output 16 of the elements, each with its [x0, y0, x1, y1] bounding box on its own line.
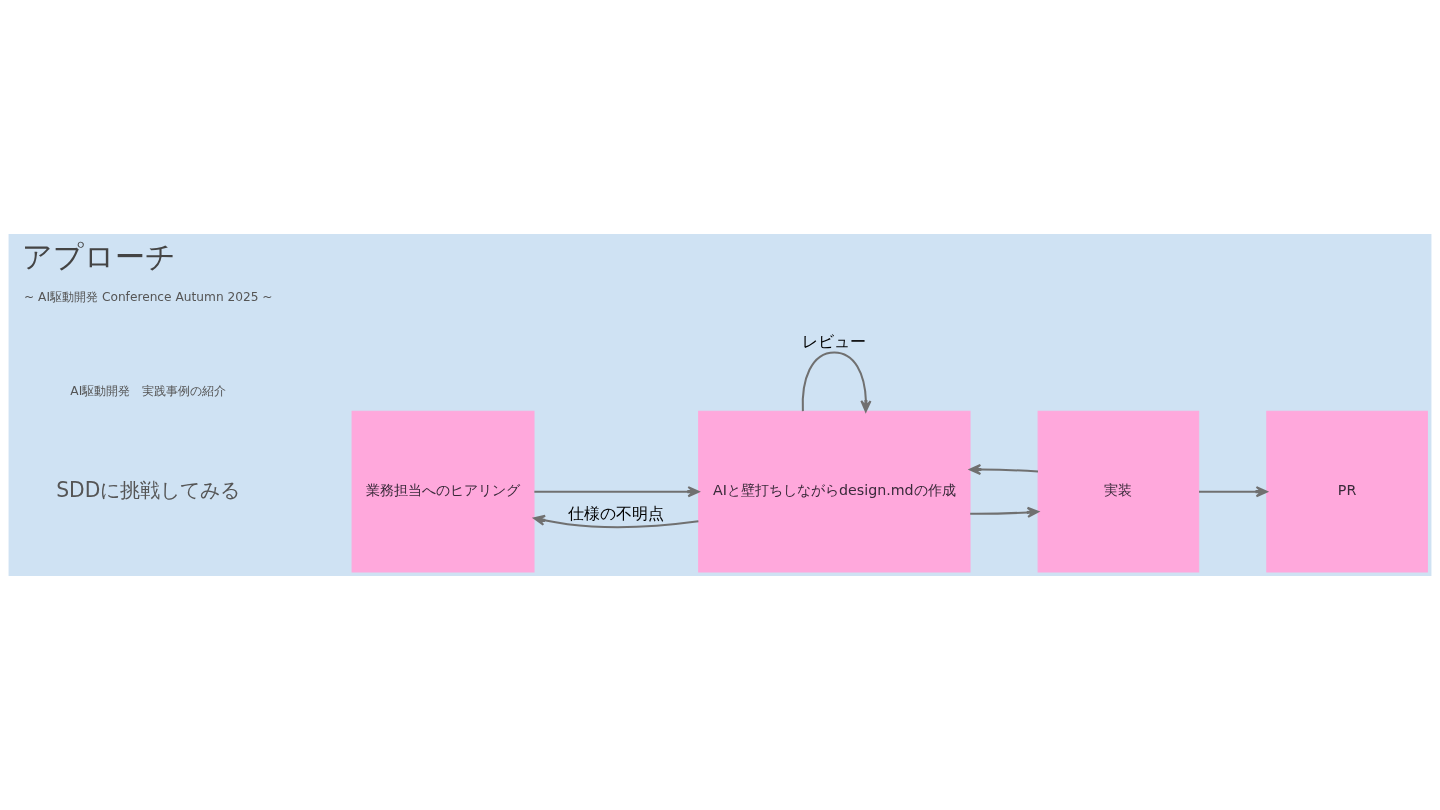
arrow — [1199, 486, 1268, 498]
label: AI駆動開発 実践事例の紹介 — [70, 384, 227, 399]
edge-label: レビュー — [802, 332, 867, 352]
node-box: 業務担当へのヒアリング — [351, 410, 535, 573]
arrow — [970, 506, 1039, 518]
label: SDDに挑戦してみる — [56, 477, 241, 502]
arrow — [801, 351, 872, 413]
arrow — [534, 486, 700, 498]
arrow — [969, 463, 1039, 476]
diagram-title: アプローチ — [22, 238, 177, 274]
edge-label: 仕様の不明点 — [568, 503, 665, 523]
node-box: 実装 — [1037, 410, 1200, 573]
node-box: AIと壁打ちしながらdesign.mdの作成 — [698, 410, 971, 573]
arrow — [533, 514, 699, 529]
label: ~ AI駆動開発 Conference Autumn 2025 ~ — [24, 289, 273, 304]
node-box: PR — [1266, 410, 1428, 573]
